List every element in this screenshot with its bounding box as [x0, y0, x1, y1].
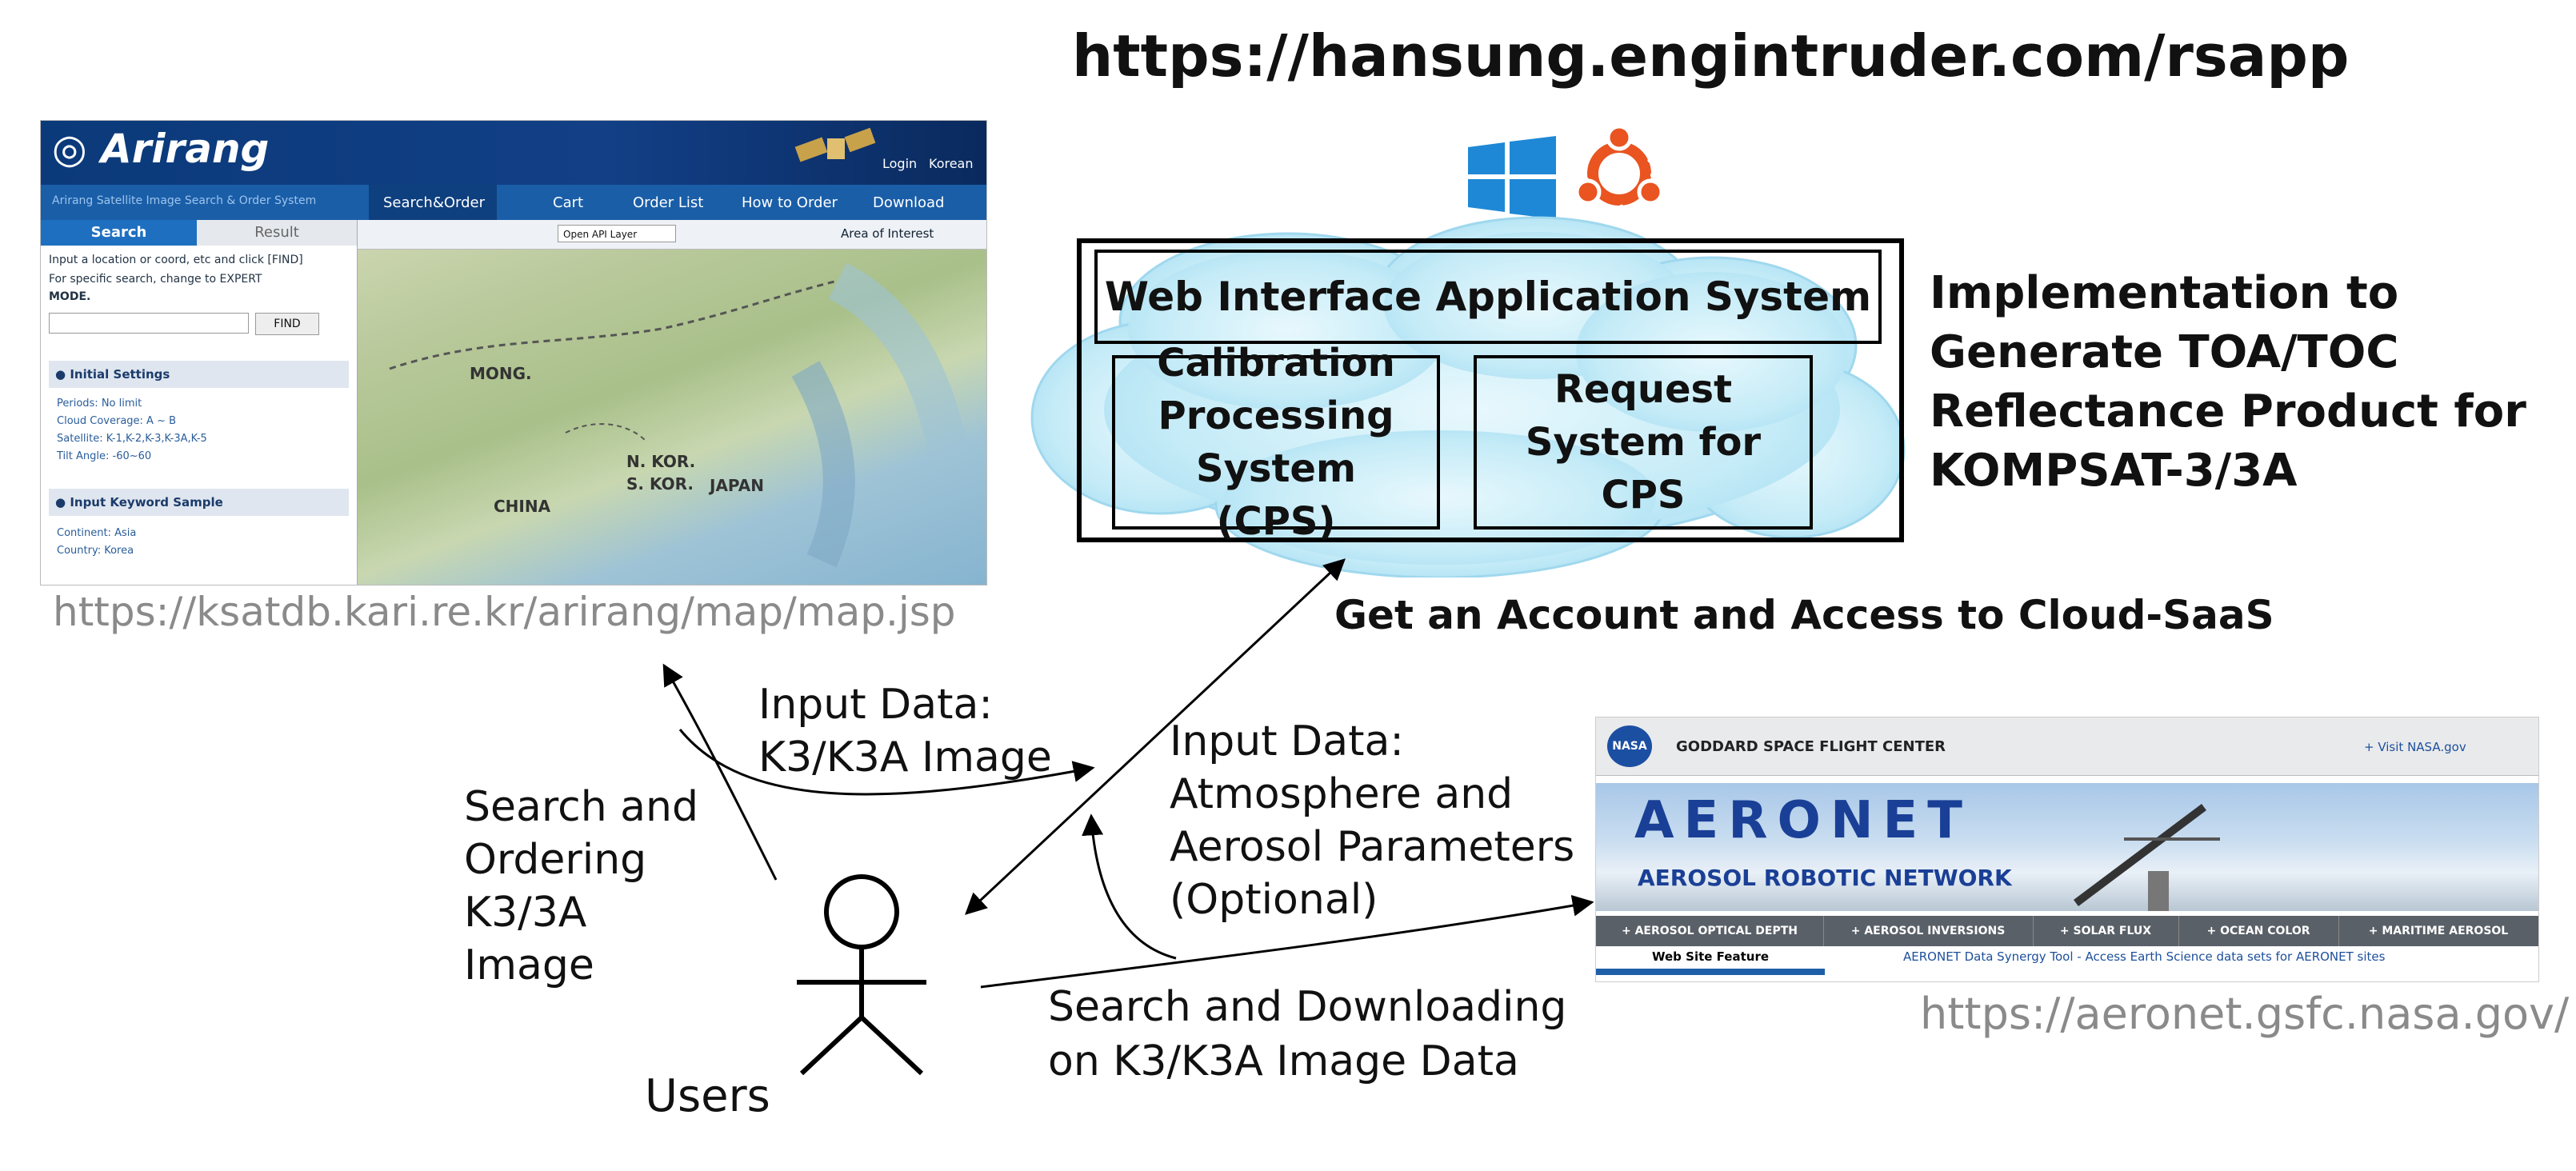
tab-search[interactable]: Search — [41, 220, 197, 246]
web-site-feature: Web Site Feature — [1652, 949, 1770, 964]
area-of-interest-label: Area of Interest — [841, 226, 934, 241]
location-input[interactable] — [49, 313, 249, 334]
arirang-subtitle: Arirang Satellite Image Search & Order S… — [52, 194, 317, 207]
search-order-label-3: K3/3A — [464, 889, 587, 937]
visit-nasa-link[interactable]: + Visit NASA.gov — [2364, 740, 2466, 754]
search-download-label-2: on K3/K3A Image Data — [1048, 1037, 1519, 1085]
menu-maritime-aerosol[interactable]: + MARITIME AEROSOL — [2338, 916, 2538, 946]
system-frame — [1077, 238, 1904, 542]
web-interface-box: Web Interface Application System — [1094, 250, 1882, 344]
menu-ocean-color[interactable]: + OCEAN COLOR — [2178, 916, 2339, 946]
setting-tilt: Tilt Angle: -60~60 — [57, 450, 152, 462]
aeronet-banner: AERONET AEROSOL ROBOTIC NETWORK — [1596, 783, 2538, 911]
arirang-nav — [41, 185, 986, 220]
gsfc-title: GODDARD SPACE FLIGHT CENTER — [1676, 738, 1946, 755]
implementation-text: Implementation to Generate TOA/TOC Refle… — [1930, 267, 2526, 497]
account-text: Get an Account and Access to Cloud-SaaS — [1334, 592, 2274, 638]
korean-link[interactable]: Korean — [929, 156, 974, 171]
map-terrain — [389, 262, 970, 568]
ubuntu-logo-icon — [1574, 126, 1664, 213]
arirang-screenshot: ◎ Arirang Login Korean Arirang Satellite… — [40, 120, 987, 586]
nav-cart[interactable]: Cart — [553, 194, 584, 211]
search-order-label-4: Image — [464, 941, 594, 989]
layer-select[interactable]: Open API Layer — [558, 225, 676, 242]
map-label-skor: S. KOR. — [626, 474, 694, 494]
data-synergy-link[interactable]: AERONET Data Synergy Tool - Access Earth… — [1903, 949, 2386, 964]
feature-underline — [1596, 969, 1825, 975]
nav-order-list[interactable]: Order List — [633, 194, 704, 211]
setting-periods: Periods: No limit — [57, 398, 142, 410]
request-system-box: Request System for CPS — [1474, 355, 1813, 530]
menu-aerosol-inversions[interactable]: + AEROSOL INVERSIONS — [1823, 916, 2034, 946]
users-label: Users — [645, 1070, 770, 1122]
arrow-users-cloud — [965, 558, 1346, 915]
input-atm-label-1: Input Data: — [1170, 717, 1404, 765]
aeronet-url: https://aeronet.gsfc.nasa.gov/ — [1920, 989, 2570, 1039]
cloud-shape — [1030, 216, 1906, 578]
input-k3-label-1: Input Data: — [758, 681, 993, 729]
nav-download[interactable]: Download — [873, 194, 945, 211]
arirang-url: https://ksatdb.kari.re.kr/arirang/map/ma… — [53, 589, 956, 635]
input-atm-label-2: Atmosphere and — [1170, 770, 1514, 818]
cps-box: Calibration Processing System (CPS) — [1112, 341, 1440, 544]
arirang-left-panel: Search Result Input a location or coord,… — [41, 220, 358, 585]
input-atm-label-4: (Optional) — [1170, 876, 1378, 924]
user-figure-icon — [797, 874, 926, 1076]
menu-aerosol-optical-depth[interactable]: + AEROSOL OPTICAL DEPTH — [1596, 916, 1824, 946]
arrow-input-atmosphere — [1082, 813, 1177, 960]
input-atm-label-3: Aerosol Parameters — [1170, 823, 1575, 871]
satellite-icon — [794, 127, 876, 162]
search-download-label-1: Search and Downloading — [1048, 983, 1567, 1031]
setting-satellite: Satellite: K-1,K-2,K-3,K-3A,K-5 — [57, 433, 207, 445]
tab-result[interactable]: Result — [197, 220, 357, 246]
keyword-continent: Continent: Asia — [57, 527, 137, 539]
cps-label: Calibration Processing System (CPS) — [1157, 341, 1395, 544]
hint-line-2: For specific search, change to EXPERT — [49, 273, 262, 286]
aeronet-subtitle: AEROSOL ROBOTIC NETWORK — [1638, 865, 2012, 891]
arrow-users-aeronet — [980, 894, 1594, 989]
search-order-label-1: Search and — [464, 783, 699, 831]
setting-cloud: Cloud Coverage: A ~ B — [57, 415, 177, 427]
sun-photometer-icon — [2074, 804, 2220, 911]
map-label-mong: MONG. — [470, 364, 532, 383]
hint-line-1: Input a location or coord, etc and click… — [49, 254, 303, 266]
nasa-header — [1596, 717, 2538, 776]
request-label: Request System for CPS — [1525, 367, 1762, 518]
windows-logo-icon — [1468, 136, 1556, 219]
arirang-logo: ◎ Arirang — [52, 126, 270, 172]
aeronet-screenshot: NASA GODDARD SPACE FLIGHT CENTER + Visit… — [1595, 717, 2539, 982]
arirang-map[interactable]: Open API Layer Area of Interest MONG. N.… — [358, 220, 986, 585]
initial-settings-header[interactable]: ● Initial Settings — [49, 361, 349, 388]
hint-line-3: MODE. — [49, 290, 91, 303]
service-url: https://hansung.engintruder.com/rsapp — [1072, 22, 2350, 90]
map-label-nkor: N. KOR. — [626, 452, 696, 471]
find-button[interactable]: FIND — [255, 313, 319, 335]
nav-search-order[interactable]: Search&Order — [383, 194, 486, 211]
menu-solar-flux[interactable]: + SOLAR FLUX — [2033, 916, 2179, 946]
keyword-sample-header[interactable]: ● Input Keyword Sample — [49, 489, 349, 516]
search-order-label-2: Ordering — [464, 836, 647, 884]
arrow-search-order — [662, 663, 778, 881]
nasa-logo: NASA — [1607, 725, 1652, 767]
map-label-china: CHINA — [494, 497, 551, 516]
login-link[interactable]: Login — [882, 156, 918, 171]
map-label-japan: JAPAN — [710, 476, 764, 495]
nav-how-to-order[interactable]: How to Order — [742, 194, 838, 211]
aeronet-title: AERONET — [1634, 791, 1972, 850]
keyword-country: Country: Korea — [57, 545, 134, 557]
nav-active-bg — [369, 185, 497, 220]
aeronet-menu — [1596, 916, 2538, 946]
input-k3-label-2: K3/K3A Image — [758, 733, 1052, 781]
